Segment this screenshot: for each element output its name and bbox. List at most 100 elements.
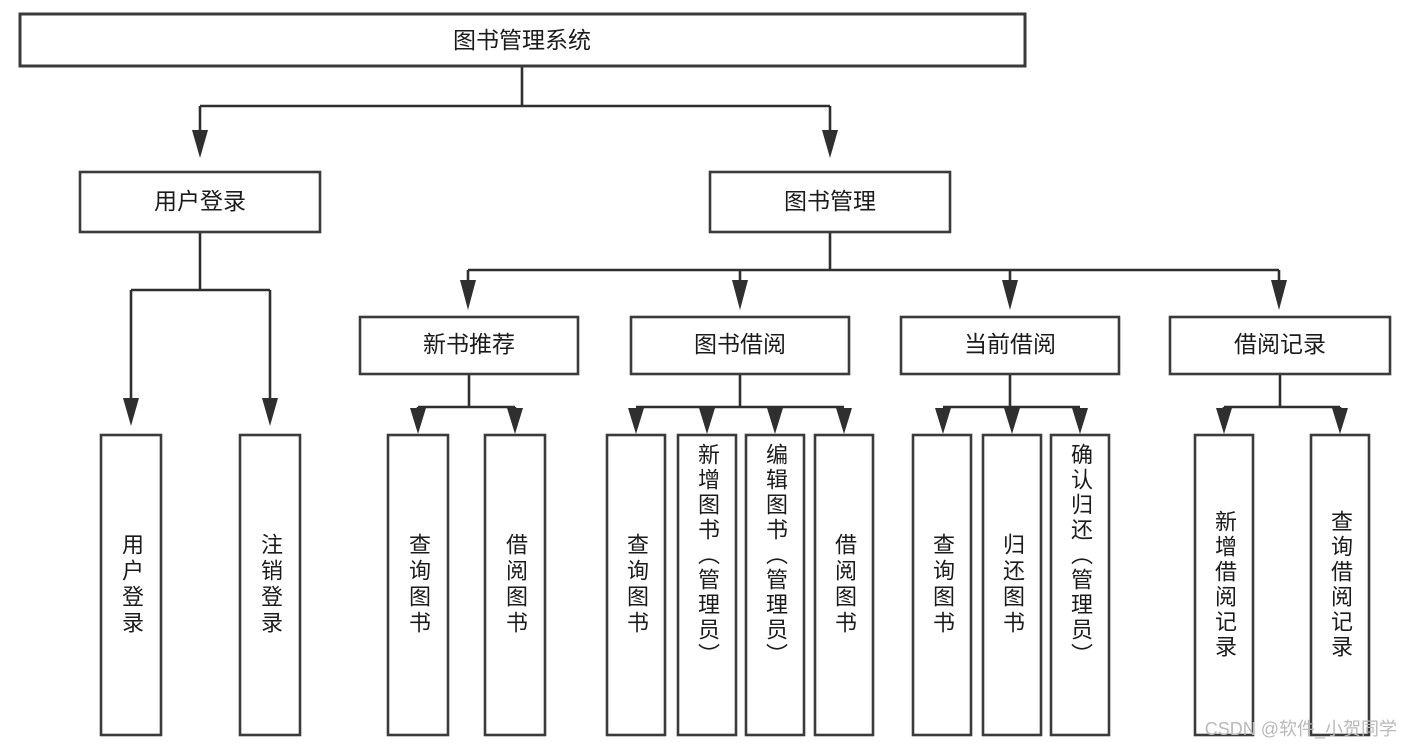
arrow-head-leaf-query-record: [1332, 408, 1348, 434]
node-leaf-query-book-3[interactable]: 查询图书: [911, 433, 973, 737]
node-root-label: 图书管理系统: [453, 27, 591, 53]
node-leaf-add-record-label: 新增借阅记录: [1212, 510, 1237, 660]
node-leaf-add-record-textarea: 新增借阅记录: [1212, 510, 1237, 660]
node-leaf-return-book-box[interactable]: [981, 433, 1043, 737]
node-leaf-return-book-textarea: 归还图书: [1000, 533, 1025, 637]
node-leaf-edit-book-textarea: 编辑图书（管理员）: [763, 443, 788, 668]
node-leaf-borrow-book-2-box[interactable]: [813, 433, 875, 737]
node-leaf-query-book-1-textarea: 查询图书: [406, 533, 431, 637]
node-leaf-add-book-box[interactable]: [676, 433, 738, 737]
node-new-book-rec-label: 新书推荐: [423, 331, 515, 357]
edge-group-user-login: [123, 232, 278, 426]
arrow-head-leaf-user-login: [123, 398, 139, 426]
arrow-head-user-login: [192, 130, 208, 158]
node-user-login[interactable]: 用户登录: [78, 170, 322, 234]
node-root-box[interactable]: [18, 12, 1027, 68]
arrow-head-leaf-edit-book: [767, 408, 783, 434]
node-book-borrow-label: 图书借阅: [694, 331, 786, 357]
node-leaf-query-book-1[interactable]: 查询图书: [386, 433, 450, 737]
node-leaf-user-login-label: 用户登录: [119, 533, 144, 637]
node-leaf-query-book-2-textarea: 查询图书: [624, 533, 649, 637]
edge-group-root: [192, 66, 838, 158]
node-user-login-box[interactable]: [78, 170, 322, 234]
edge-group-book-borrow: [628, 374, 852, 434]
node-leaf-return-book-label: 归还图书: [1000, 533, 1025, 637]
arrow-head-leaf-borrow-book-1: [507, 408, 523, 434]
node-leaf-confirm-return[interactable]: 确认归还（管理员）: [1049, 433, 1111, 737]
arrow-head-book-manage: [822, 130, 838, 158]
node-leaf-edit-book[interactable]: 编辑图书（管理员）: [744, 433, 806, 737]
arrow-head-leaf-add-book: [699, 408, 715, 434]
arrow-head-leaf-query-book-3: [935, 408, 951, 434]
node-leaf-add-book-textarea: 新增图书（管理员）: [695, 443, 720, 668]
node-leaf-user-login-textarea: 用户登录: [119, 533, 144, 637]
arrow-head-borrow-record: [1271, 280, 1287, 310]
arrow-head-new-book-rec: [460, 280, 476, 310]
node-leaf-user-login-box[interactable]: [99, 433, 163, 737]
node-leaf-borrow-book-2-textarea: 借阅图书: [832, 533, 857, 637]
arrow-head-leaf-user-logout: [262, 398, 278, 426]
node-leaf-query-book-1-label: 查询图书: [406, 533, 431, 637]
edge-group-new-book-rec: [410, 374, 523, 434]
node-new-book-rec-box[interactable]: [358, 315, 580, 376]
node-leaf-borrow-book-1-box[interactable]: [483, 433, 547, 737]
arrow-head-leaf-return-book: [1004, 408, 1020, 434]
edge-group-book-manage: [460, 232, 1287, 310]
arrow-head-leaf-borrow-book-2: [836, 408, 852, 434]
node-book-manage[interactable]: 图书管理: [708, 170, 952, 234]
node-leaf-borrow-book-2-label: 借阅图书: [832, 533, 857, 637]
node-leaf-user-logout[interactable]: 注销登录: [238, 433, 302, 737]
node-leaf-borrow-book-1-label: 借阅图书: [503, 533, 528, 637]
node-leaf-query-book-2-label: 查询图书: [624, 533, 649, 637]
node-new-book-rec[interactable]: 新书推荐: [358, 315, 580, 376]
node-leaf-query-book-3-box[interactable]: [911, 433, 973, 737]
node-leaf-user-logout-label: 注销登录: [258, 533, 283, 637]
node-leaf-confirm-return-label: 确认归还（管理员）: [1068, 443, 1093, 668]
node-leaf-query-book-2-box[interactable]: [605, 433, 667, 737]
node-leaf-return-book[interactable]: 归还图书: [981, 433, 1043, 737]
node-leaf-query-book-1-box[interactable]: [386, 433, 450, 737]
edge-group-borrow-record: [1216, 374, 1348, 434]
node-borrow-record[interactable]: 借阅记录: [1168, 315, 1392, 376]
node-leaf-query-book-3-label: 查询图书: [930, 533, 955, 637]
node-leaf-user-logout-textarea: 注销登录: [258, 533, 283, 637]
arrow-head-leaf-add-record: [1216, 408, 1232, 434]
node-leaf-borrow-book-1-textarea: 借阅图书: [503, 533, 528, 637]
node-leaf-query-record-textarea: 查询借阅记录: [1328, 510, 1353, 660]
node-leaf-add-book[interactable]: 新增图书（管理员）: [676, 433, 738, 737]
node-book-manage-label: 图书管理: [784, 188, 876, 214]
node-leaf-query-book-2[interactable]: 查询图书: [605, 433, 667, 737]
node-leaf-confirm-return-textarea: 确认归还（管理员）: [1068, 443, 1093, 668]
node-leaf-confirm-return-box[interactable]: [1049, 433, 1111, 737]
node-leaf-query-record-label: 查询借阅记录: [1328, 510, 1353, 660]
node-leaf-user-login[interactable]: 用户登录: [99, 433, 163, 737]
node-borrow-record-label: 借阅记录: [1234, 331, 1326, 357]
node-current-borrow-label: 当前借阅: [964, 331, 1056, 357]
node-leaf-query-book-3-textarea: 查询图书: [930, 533, 955, 637]
edge-group-current-borrow: [935, 374, 1088, 434]
node-leaf-user-logout-box[interactable]: [238, 433, 302, 737]
arrow-head-leaf-query-book-2: [628, 408, 644, 434]
node-leaf-edit-book-label: 编辑图书（管理员）: [763, 443, 788, 668]
arrow-head-current-borrow: [1002, 280, 1018, 310]
node-leaf-edit-book-box[interactable]: [744, 433, 806, 737]
node-leaf-add-record[interactable]: 新增借阅记录: [1193, 433, 1255, 737]
arrow-head-book-borrow: [732, 280, 748, 310]
node-root[interactable]: 图书管理系统: [18, 12, 1027, 68]
node-leaf-query-record-box[interactable]: [1309, 433, 1371, 737]
node-current-borrow-box[interactable]: [899, 315, 1121, 376]
node-user-login-label: 用户登录: [154, 188, 246, 214]
node-book-borrow[interactable]: 图书借阅: [629, 315, 851, 376]
node-book-manage-box[interactable]: [708, 170, 952, 234]
node-leaf-query-record[interactable]: 查询借阅记录: [1309, 433, 1371, 737]
arrow-head-leaf-query-book-1: [410, 408, 426, 434]
node-book-borrow-box[interactable]: [629, 315, 851, 376]
node-current-borrow[interactable]: 当前借阅: [899, 315, 1121, 376]
node-leaf-borrow-book-2[interactable]: 借阅图书: [813, 433, 875, 737]
node-borrow-record-box[interactable]: [1168, 315, 1392, 376]
node-leaf-borrow-book-1[interactable]: 借阅图书: [483, 433, 547, 737]
arrow-head-leaf-confirm-return: [1072, 408, 1088, 434]
node-leaf-add-record-box[interactable]: [1193, 433, 1255, 737]
